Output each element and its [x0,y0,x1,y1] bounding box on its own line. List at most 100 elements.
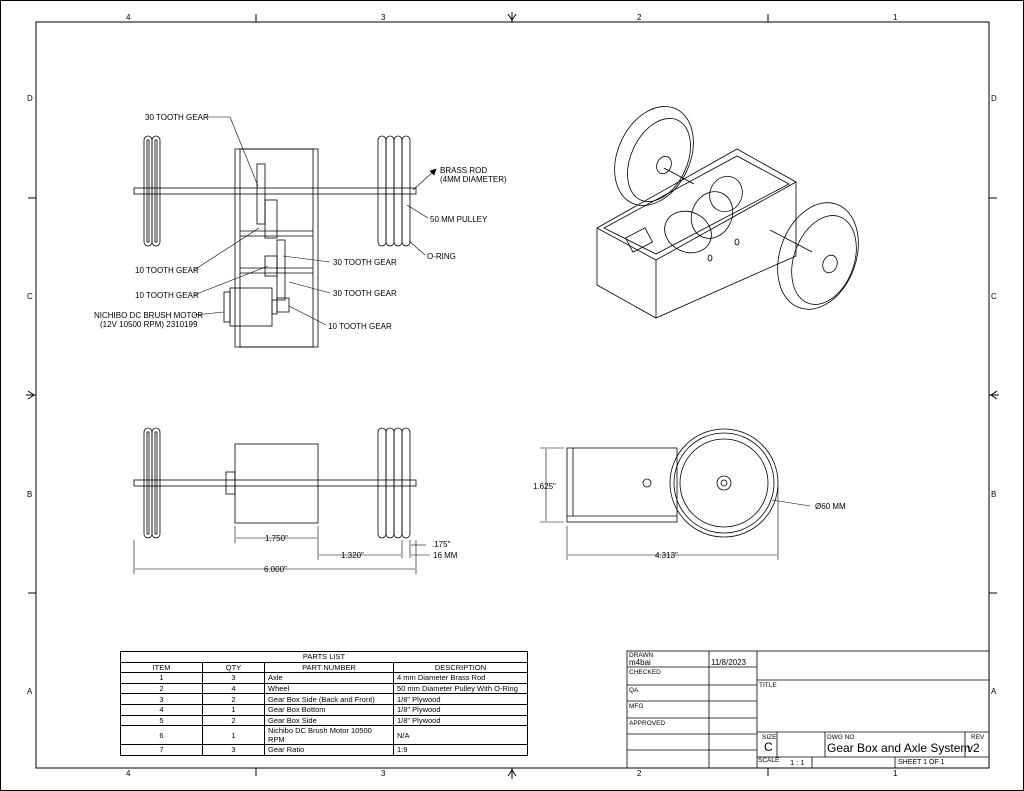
parts-cell: 1 [202,725,265,746]
parts-list-table: PARTS LIST ITEM QTY PART NUMBER DESCRIPT… [120,651,528,756]
parts-cell: 6 [120,725,203,746]
tb-mfg-label: MFG [629,703,644,710]
tb-sheet: SHEET 1 OF 1 [898,759,945,766]
side-view [566,428,779,538]
dim-6000: 6.000" [264,565,287,574]
parts-cell: 2 [120,682,203,695]
parts-cell: 7 [120,744,203,756]
label-brass-rod-diameter: (4MM DIAMETER) [440,175,507,184]
label-10-tooth-gear-c: 10 TOOTH GEAR [328,322,392,331]
zone-row-d-right: D [991,94,997,103]
parts-cell: 4 mm Diameter Brass Rod [393,672,528,684]
front-dimensions [133,526,430,574]
side-dimensions [540,447,811,560]
tb-checked-label: CHECKED [629,669,661,676]
label-30-tooth-gear-top: 30 TOOTH GEAR [145,113,209,122]
label-wheel-diameter: Ø60 MM [815,502,846,511]
zone-row-b-right: B [991,490,997,499]
dim-175: .175" [432,540,451,549]
zone-ticks [28,14,997,776]
parts-header-part-number: PART NUMBER [264,661,394,674]
centering-marks [26,12,999,779]
dim-4313: 4.313" [655,551,678,560]
tb-size: C [764,740,773,754]
table-row: 5 2 Gear Box Side 1/8" Plywood [120,714,528,727]
parts-header-description: DESCRIPTION [393,661,528,674]
tb-drawn-label: DRAWN [629,652,654,659]
parts-header-qty: QTY [202,661,265,674]
dim-16mm: 16 MM [433,551,458,560]
dim-1320: 1.320" [341,551,364,560]
tb-approved-label: APPROVED [629,720,666,727]
parts-cell: 1/8" Plywood [393,693,528,705]
dim-1625: 1.625" [533,482,556,491]
tb-rev-label: REV [971,734,985,741]
zone-row-a-left: A [27,687,33,696]
parts-cell: 3 [120,693,203,705]
parts-cell: 3 [202,744,265,756]
parts-cell: 3 [202,672,265,684]
parts-cell: Gear Box Bottom [264,703,394,716]
zone-col-1-top: 1 [893,13,898,22]
zone-col-3-bottom: 3 [381,769,386,778]
parts-cell: 2 [202,714,265,727]
label-30-tooth-gear-c: 30 TOOTH GEAR [333,289,397,298]
dim-1750: 1.750" [265,534,288,543]
zone-row-c-left: C [27,292,33,301]
label-30-tooth-gear-b: 30 TOOTH GEAR [333,258,397,267]
label-brass-rod: BRASS ROD [440,166,488,175]
title-block [626,650,990,769]
parts-cell: 5 [120,714,203,727]
label-10-tooth-gear-a: 10 TOOTH GEAR [135,266,199,275]
label-motor-spec: (12V 10500 RPM) 2310199 [100,320,198,329]
tb-scale-label: SCALE [758,757,780,764]
parts-cell: 1/8" Plywood [393,703,528,716]
parts-cell: Gear Box Side (Back and Front) [264,693,394,705]
parts-cell: Gear Box Side [264,714,394,727]
table-row: 1 3 Axle 4 mm Diameter Brass Rod [120,672,528,684]
tb-scale: 1 : 1 [790,758,805,767]
parts-cell: Axle [264,672,394,684]
zone-col-2-bottom: 2 [637,769,642,778]
parts-cell: 4 [202,682,265,695]
tb-size-label: SIZE [762,734,777,741]
table-row: 4 1 Gear Box Bottom 1/8" Plywood [120,703,528,716]
parts-cell: 2 [202,693,265,705]
zone-col-4-top: 4 [126,13,131,22]
parts-list-title: PARTS LIST [120,651,528,663]
label-motor: NICHIBO DC BRUSH MOTOR [94,311,204,320]
front-view [133,427,417,539]
zone-row-c-right: C [991,292,997,301]
parts-cell: 1 [202,703,265,716]
parts-cell: N/A [393,725,528,746]
zone-col-2-top: 2 [637,13,642,22]
table-row: 6 1 Nichibo DC Brush Motor 10500 RPM N/A [120,725,528,746]
table-row: 7 3 Gear Ratio 1:9 [120,744,528,756]
zone-row-b-left: B [27,490,33,499]
tb-rev: v2 [967,741,980,755]
tb-dwg-no-label: DWG NO [827,734,855,741]
parts-cell: 4 [120,703,203,716]
parts-cell: Nichibo DC Brush Motor 10500 RPM [264,725,394,746]
tb-dwg-no: Gear Box and Axle System [827,741,971,755]
zone-col-3-top: 3 [381,13,386,22]
table-row: 3 2 Gear Box Side (Back and Front) 1/8" … [120,693,528,705]
parts-cell: Gear Ratio [264,744,394,756]
parts-cell: 50 mm Diameter Pulley With O-Ring [393,682,528,695]
tb-drawn-by: m4bai [629,658,651,667]
tb-drawn-date: 11/8/2023 [711,658,746,667]
parts-cell: 1:9 [393,744,528,756]
parts-cell: 1/8" Plywood [393,714,528,727]
parts-cell: 1 [120,672,203,684]
zone-row-d-left: D [27,94,33,103]
zone-col-1-bottom: 1 [893,769,898,778]
top-view [133,135,417,348]
zone-row-a-right: A [991,687,997,696]
label-10-tooth-gear-b: 10 TOOTH GEAR [135,291,199,300]
parts-cell: Wheel [264,682,394,695]
callout-leaders [193,116,437,326]
label-o-ring: O-RING [427,252,456,261]
zone-col-4-bottom: 4 [126,769,131,778]
tb-qa-label: QA [629,687,639,694]
